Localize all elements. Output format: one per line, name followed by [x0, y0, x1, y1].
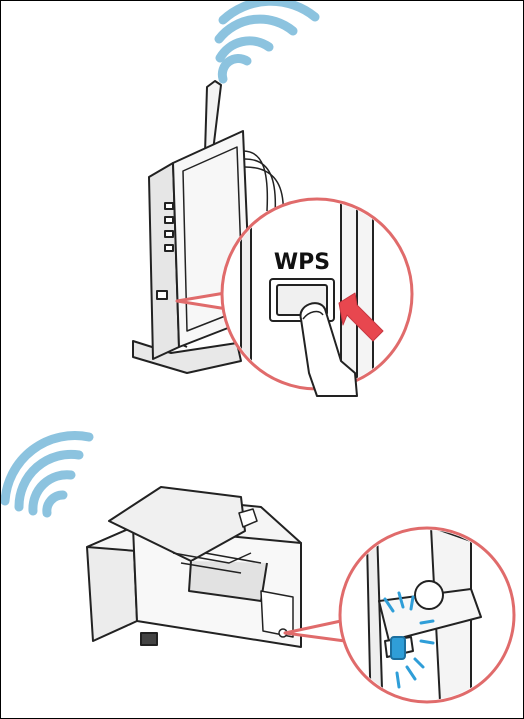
router-wifi-waves-icon: [214, 1, 320, 84]
printer-wifi-waves-icon: [1, 431, 94, 518]
pointing-hand-icon: [299, 302, 358, 397]
blinking-light-icon: [383, 591, 435, 689]
press-arrow-icon: [338, 292, 384, 342]
printer-illustration: [86, 486, 302, 648]
wps-label: WPS: [274, 250, 330, 275]
printer-led-callout: [338, 526, 516, 704]
